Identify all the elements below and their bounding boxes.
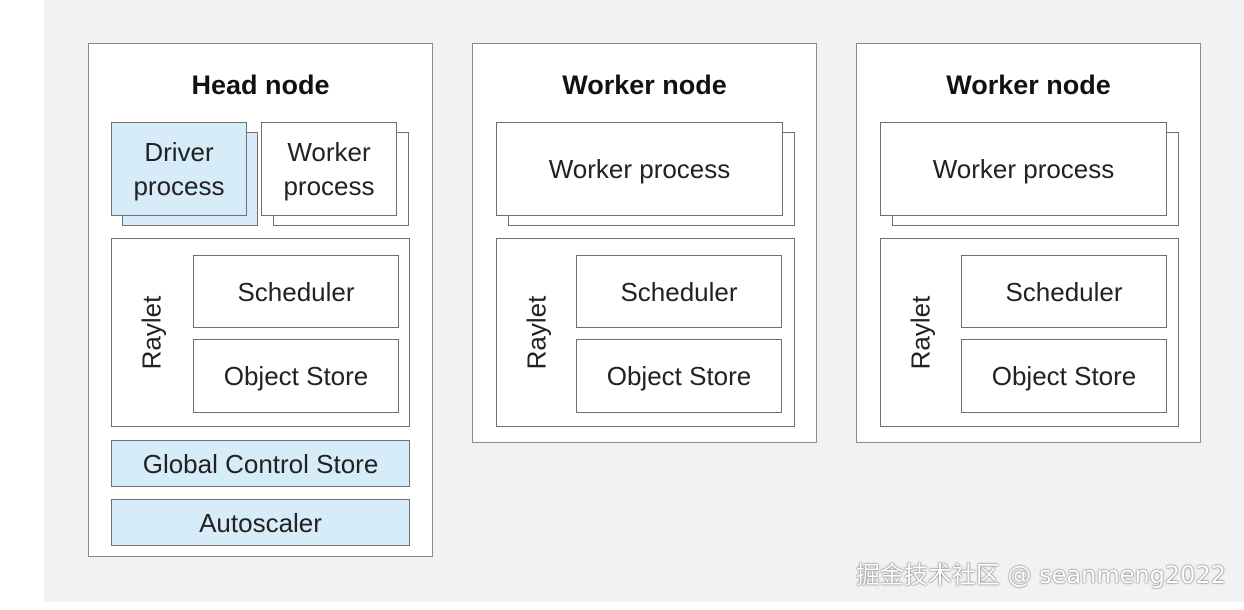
worker-node-2-raylet-label: Raylet	[905, 295, 936, 370]
driver-process-label: Driver process	[133, 137, 225, 201]
watermark-text: 掘金技术社区 @ seanmeng2022	[855, 561, 1226, 589]
worker-node-1-scheduler-label: Scheduler	[620, 276, 738, 307]
worker-node-1: Worker node Worker process Raylet Schedu…	[472, 43, 817, 443]
worker-node-1-raylet-box: Raylet Scheduler Object Store	[496, 238, 795, 427]
worker-node-2-object-store-label: Object Store	[991, 361, 1137, 391]
autoscaler-box: Autoscaler	[111, 499, 410, 546]
head-raylet-label: Raylet	[136, 295, 167, 370]
worker-node-2-process-label: Worker process	[932, 154, 1115, 184]
head-scheduler-label: Scheduler	[237, 276, 355, 307]
worker-node-1-process-label: Worker process	[548, 154, 731, 184]
worker-node-2-scheduler-box: Scheduler	[961, 255, 1167, 328]
head-object-store-box: Object Store	[193, 339, 399, 413]
head-scheduler-box: Scheduler	[193, 255, 399, 328]
worker-node-2-raylet-label-wrap: Raylet	[889, 239, 953, 426]
head-object-store-label: Object Store	[223, 361, 369, 391]
worker-node-2-process-box: Worker process	[880, 122, 1167, 216]
head-worker-process-label: Worker process	[283, 137, 375, 201]
worker-node-1-raylet-label-wrap: Raylet	[505, 239, 569, 426]
driver-process-box: Driver process	[111, 122, 247, 216]
worker-node-2-object-store-box: Object Store	[961, 339, 1167, 413]
global-control-store-box: Global Control Store	[111, 440, 410, 487]
worker-node-2: Worker node Worker process Raylet Schedu…	[856, 43, 1201, 443]
autoscaler-label: Autoscaler	[199, 507, 322, 538]
head-node: Head node Driver process Worker process …	[88, 43, 433, 557]
worker-node-2-scheduler-label: Scheduler	[1005, 276, 1123, 307]
head-raylet-box: Raylet Scheduler Object Store	[111, 238, 410, 427]
worker-node-1-object-store-box: Object Store	[576, 339, 782, 413]
worker-node-1-title: Worker node	[562, 70, 727, 100]
worker-node-1-object-store-label: Object Store	[606, 361, 752, 391]
worker-node-2-raylet-box: Raylet Scheduler Object Store	[880, 238, 1179, 427]
worker-node-1-scheduler-box: Scheduler	[576, 255, 782, 328]
worker-node-1-process-box: Worker process	[496, 122, 783, 216]
head-node-title: Head node	[191, 70, 330, 100]
worker-node-1-raylet-label: Raylet	[521, 295, 552, 370]
worker-node-2-title: Worker node	[946, 70, 1111, 100]
head-worker-process-box: Worker process	[261, 122, 397, 216]
global-control-store-label: Global Control Store	[142, 448, 379, 479]
head-raylet-label-wrap: Raylet	[120, 239, 184, 426]
